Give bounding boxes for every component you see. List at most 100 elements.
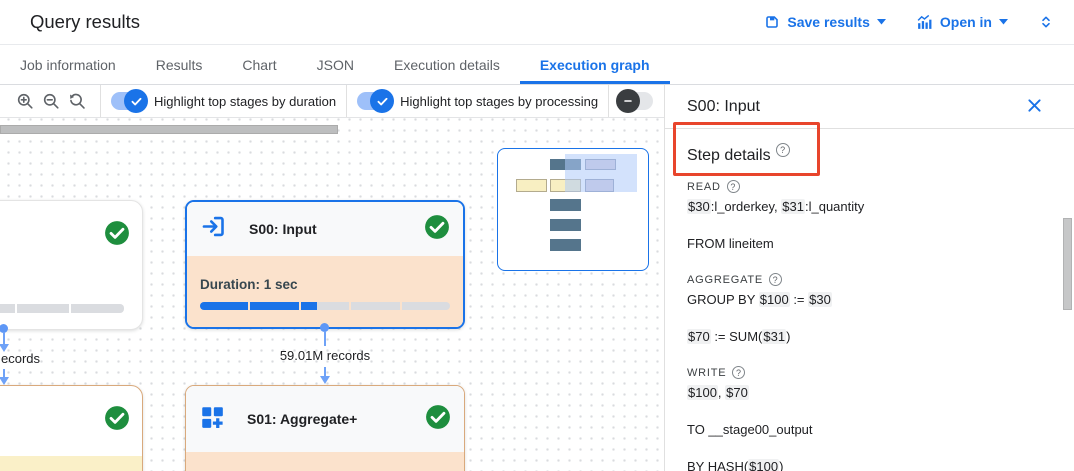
graph-canvas[interactable]: ecords S00: Input [0,118,664,471]
zoom-out-icon[interactable] [38,88,64,114]
stage-progress-bar [0,304,125,313]
minimap-node-rect [550,199,581,211]
toggle-group-disabled [616,89,654,113]
minimap-node-rect [550,219,581,231]
step-section-value: TO __stage00_output [687,422,813,437]
check-circle-icon [104,405,130,436]
progress-segment [401,302,451,310]
edge-label-left: ecords [1,351,41,366]
step-section-label: READ? [687,180,1052,193]
toolbar-divider [608,85,610,117]
horizontal-scrollbar[interactable] [0,125,338,134]
toggle-knob [124,89,148,113]
edge-connector-dot [320,323,329,332]
step-section: $70 := SUM($31) [687,329,1052,345]
stage-node-header: S01: Aggregate+ [186,386,464,452]
close-icon[interactable] [1027,98,1042,116]
stage-duration-section [186,452,464,471]
progress-segment [0,304,15,313]
minimap-viewport[interactable] [565,154,637,192]
help-icon[interactable]: ? [726,180,740,193]
highlight-duration-label: Highlight top stages by duration [154,93,337,109]
panel-scrollbar[interactable] [1063,218,1072,310]
caret-down-icon [999,19,1008,25]
variable-chip: $70 [725,385,749,400]
toolbar-divider [346,85,348,117]
step-section-value: GROUP BY $100 := $30 [687,292,832,307]
zoom-reset-icon[interactable] [64,88,90,114]
results-tabbar: Job information Results Chart JSON Execution… [0,45,1074,85]
step-section: WRITE?$100, $70 [687,366,1052,401]
graph-toolbar: Highlight top stages by duration Highlig… [0,85,664,118]
tab-chart[interactable]: Chart [242,56,277,73]
variable-chip: $30 [808,292,832,307]
check-circle-icon [424,214,450,245]
stage-node-partial-bottom[interactable] [0,385,143,471]
highlight-processing-toggle[interactable] [357,89,395,113]
header: Query results Save results Open in [0,0,1074,45]
step-section-value: BY HASH($100) [687,459,1052,471]
check-circle-icon [104,220,130,251]
step-section-value: $100, $70 [687,385,749,400]
edge-line [2,332,5,344]
stage-node-s00[interactable]: S00: Input Duration: 1 sec [185,200,465,329]
page-title: Query results [30,11,141,32]
stage-node-header: S00: Input [187,202,463,256]
edge-arrowhead [0,344,9,352]
disabled-toggle[interactable] [616,89,654,113]
edge-line [2,369,5,377]
toggle-knob [370,89,395,113]
help-icon[interactable]: ? [732,366,746,379]
step-section: READ? $30:l_orderkey, $31:l_quantity [687,180,1052,215]
save-results-button[interactable]: Save results [764,14,886,30]
stage-node-partial-top[interactable] [0,200,143,330]
variable-chip: $31 [781,199,805,214]
stage-node-s01[interactable]: S01: Aggregate+ [185,385,465,471]
tab-json[interactable]: JSON [316,56,354,73]
stage-progress-bar [200,302,451,310]
help-icon[interactable]: ? [769,273,783,286]
help-icon[interactable]: ? [775,143,790,157]
tab-execution-details[interactable]: Execution details [393,56,500,73]
toggle-group-duration: Highlight top stages by duration [111,89,337,113]
zoom-in-icon[interactable] [12,88,38,114]
caret-down-icon [876,19,886,25]
progress-segment [351,302,400,310]
edge-connector-dot [0,324,8,333]
graph-minimap[interactable] [497,148,649,271]
edge-arrowhead [319,376,330,384]
step-details-heading: Step details ? [687,143,1052,165]
execution-graph-pane: Highlight top stages by duration Highlig… [0,85,664,471]
progress-segment [16,304,70,313]
variable-chip: $100 [687,385,718,400]
stage-duration-label: Duration: 1 sec [200,277,298,292]
open-in-button[interactable]: Open in [916,14,1008,31]
toggle-group-processing: Highlight top stages by processing [357,89,598,113]
save-results-label: Save results [787,14,870,30]
edge-line [323,331,326,346]
variable-chip: $100 [758,292,790,307]
minimap-node-rect [550,239,581,251]
edge-arrowhead [0,377,9,385]
header-actions: Save results Open in [764,13,1054,31]
tab-results[interactable]: Results [155,56,203,73]
toolbar-divider [100,85,101,117]
step-section: TO __stage00_output [687,422,1052,438]
aggregate-stage-icon [199,404,225,435]
toggle-knob [616,89,641,113]
variable-chip: $100 [748,459,780,471]
tab-execution-graph[interactable]: Execution graph [520,45,670,84]
step-section-value: $30:l_orderkey, $31:l_quantity [687,199,865,214]
collapse-expand-icon[interactable] [1038,13,1054,31]
progress-segment [71,304,125,313]
input-stage-icon [200,213,227,245]
progress-segment [300,302,350,310]
highlight-duration-toggle[interactable] [111,89,148,113]
step-details-label: Step details [687,147,771,164]
tab-job-information[interactable]: Job information [20,56,116,73]
step-section: BY HASH($100) [687,459,1052,471]
step-section: AGGREGATE?GROUP BY $100 := $30 [687,273,1052,308]
progress-segment [200,302,249,310]
